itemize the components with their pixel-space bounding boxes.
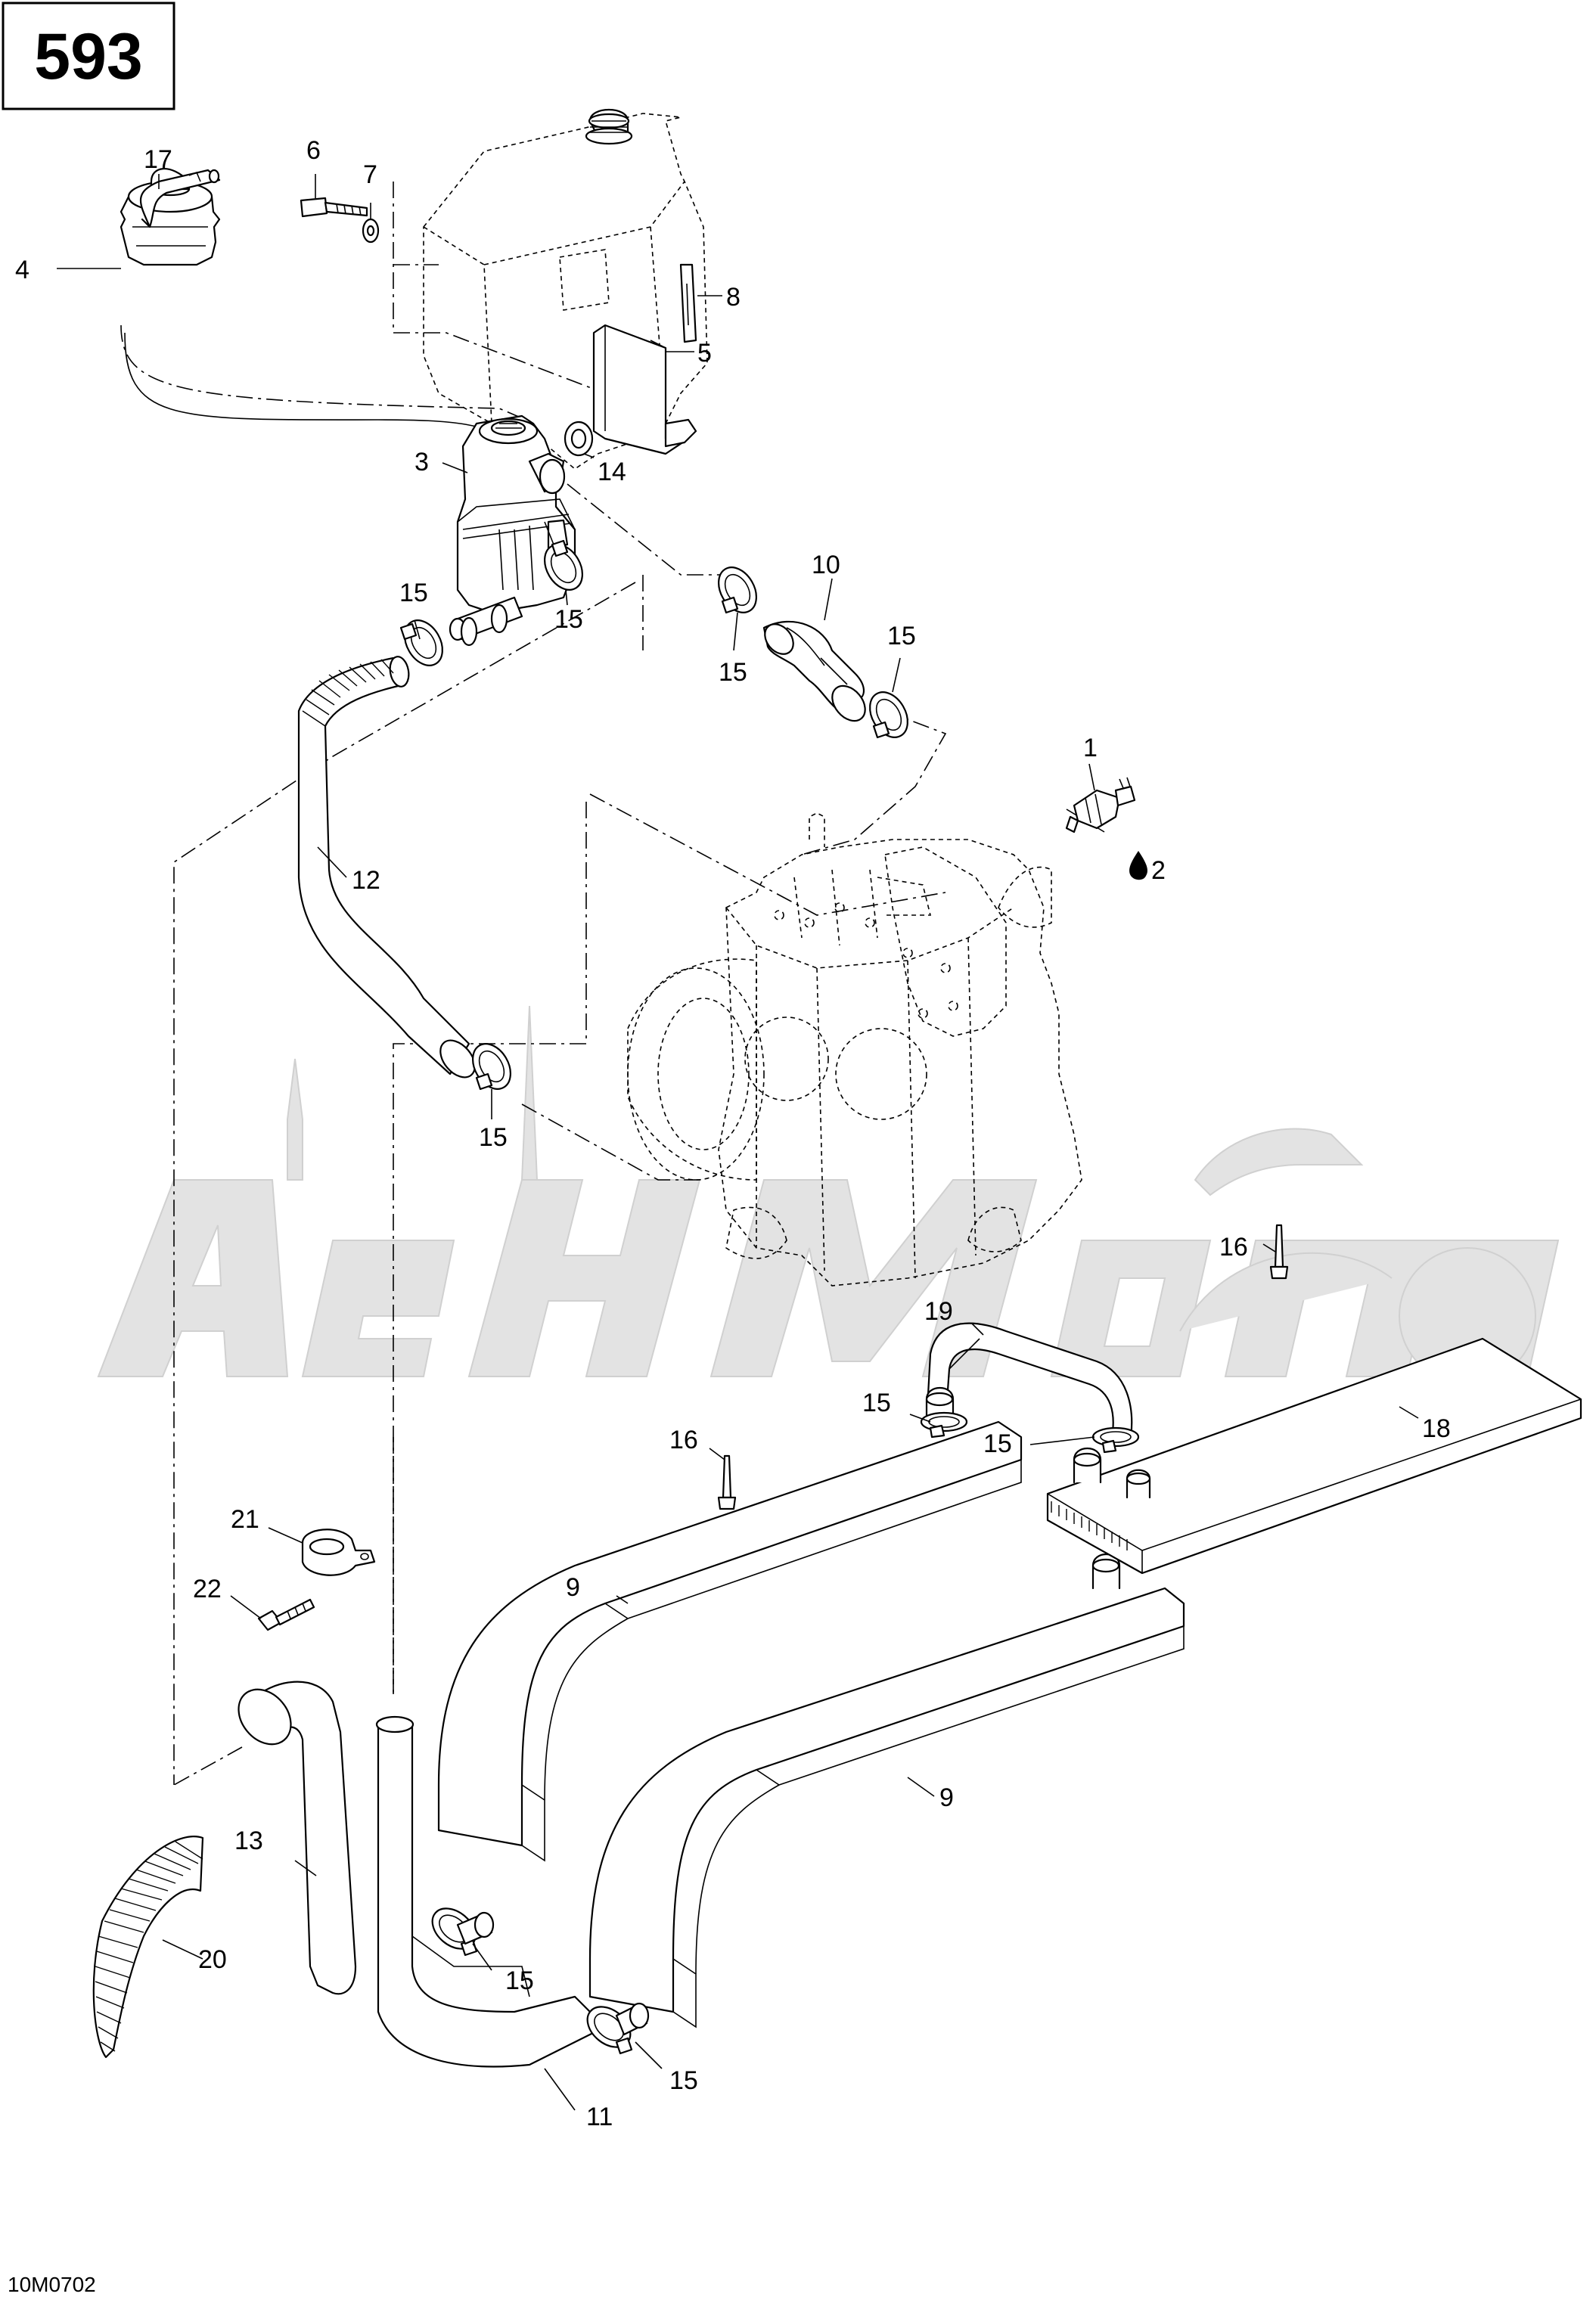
callout-labels: 1 2 3 4 5 6 7 8 9 9 10 11 12 13 14 15 15…	[15, 136, 1451, 2131]
callout-7: 7	[363, 160, 377, 189]
callout-16-lower: 16	[669, 1426, 698, 1454]
callout-15-c: 15	[719, 658, 747, 687]
drawing-code: 10M0702	[8, 2273, 96, 2296]
engine	[627, 812, 1082, 1287]
callout-15-i: 15	[669, 2066, 698, 2095]
radiator-inlet-stub	[456, 1911, 650, 2036]
callout-22: 22	[193, 1575, 222, 1603]
hose-clamp	[718, 566, 757, 614]
callout-9-upper: 9	[566, 1573, 580, 1602]
heat-exchanger-upper	[437, 1387, 1023, 1862]
corrugated-sleeve	[92, 1836, 204, 2059]
hose-clamp	[544, 539, 583, 591]
callout-15-g: 15	[983, 1429, 1012, 1458]
callout-3: 3	[415, 448, 429, 476]
tank-strap	[679, 263, 697, 343]
callout-14: 14	[598, 458, 626, 486]
callout-16-upper: 16	[1219, 1233, 1248, 1262]
hose-13	[238, 1681, 357, 1995]
callout-15-a: 15	[399, 579, 428, 607]
washer	[362, 218, 380, 244]
leader-lines	[57, 174, 1419, 2111]
sealant-drop-icon	[1129, 851, 1147, 880]
coolant-tank	[423, 108, 708, 470]
heat-exchanger-lower	[588, 1553, 1185, 2028]
reservoir-outlet-fitting	[449, 596, 523, 647]
hose-clamp	[472, 1043, 511, 1091]
callout-15-e: 15	[479, 1123, 508, 1152]
callout-13: 13	[234, 1827, 263, 1855]
callout-10: 10	[812, 551, 840, 579]
grommet	[564, 421, 594, 457]
callout-19: 19	[924, 1297, 953, 1326]
callout-4: 4	[15, 256, 29, 284]
callout-21: 21	[231, 1505, 259, 1534]
callout-11: 11	[586, 2103, 613, 2131]
callout-17: 17	[144, 145, 172, 174]
rivet-lower	[717, 1454, 737, 1510]
callout-20: 20	[198, 1945, 227, 1974]
temperature-sensor	[1065, 777, 1136, 833]
tank-bracket	[592, 324, 697, 455]
rivet-upper	[1269, 1224, 1289, 1280]
callout-15-b: 15	[554, 605, 583, 634]
callout-6: 6	[306, 136, 321, 165]
callout-9-lower: 9	[939, 1783, 954, 1812]
hose-clamp	[1091, 1426, 1140, 1454]
hose-clamp	[869, 691, 908, 739]
screw	[257, 1598, 315, 1631]
callout-15-f: 15	[862, 1389, 891, 1417]
callout-15-d: 15	[887, 622, 916, 650]
bolt	[300, 197, 368, 218]
callout-15-h: 15	[505, 1966, 534, 1995]
vent-hose	[139, 169, 221, 228]
hose-clip	[301, 1529, 376, 1576]
hose-clamp	[399, 619, 443, 666]
hose-clamp	[586, 2006, 633, 2055]
callout-1: 1	[1083, 734, 1098, 762]
vent-line	[124, 332, 515, 447]
hose-10	[762, 620, 866, 722]
hose-clamp	[920, 1411, 968, 1439]
callout-12: 12	[352, 866, 380, 895]
callout-18: 18	[1422, 1414, 1451, 1443]
rear-heat-exchanger	[1046, 1337, 1582, 1575]
page-number: 593	[34, 20, 143, 93]
page-number-box	[2, 2, 175, 110]
callout-5: 5	[697, 339, 712, 368]
callout-8: 8	[726, 283, 741, 312]
callout-2: 2	[1151, 856, 1166, 885]
hose-12	[297, 656, 476, 1079]
